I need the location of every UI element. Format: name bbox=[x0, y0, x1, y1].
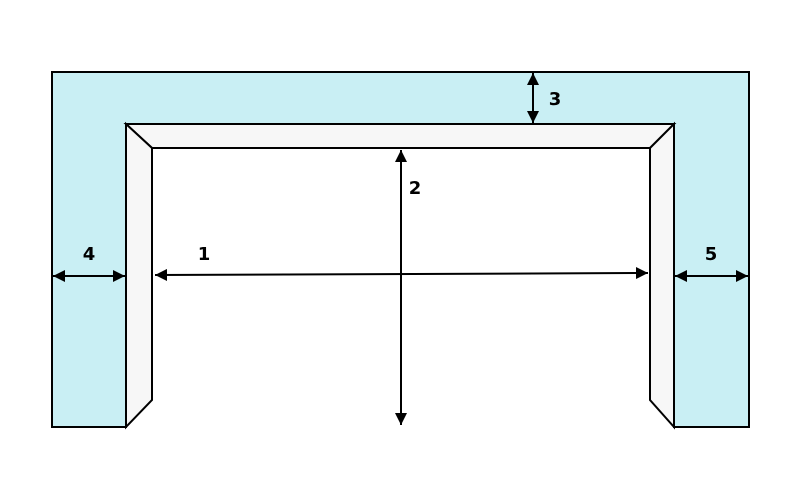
frame-right-bevel bbox=[649, 121, 675, 430]
top-margin-label: 3 bbox=[549, 89, 562, 110]
right-margin-label: 5 bbox=[705, 244, 718, 265]
opening-height-label: 2 bbox=[409, 178, 422, 199]
left-margin-label: 4 bbox=[83, 244, 96, 265]
frame-top-bevel bbox=[123, 123, 677, 149]
opening-width-label: 1 bbox=[198, 244, 211, 265]
frame-left-bevel bbox=[125, 121, 153, 430]
